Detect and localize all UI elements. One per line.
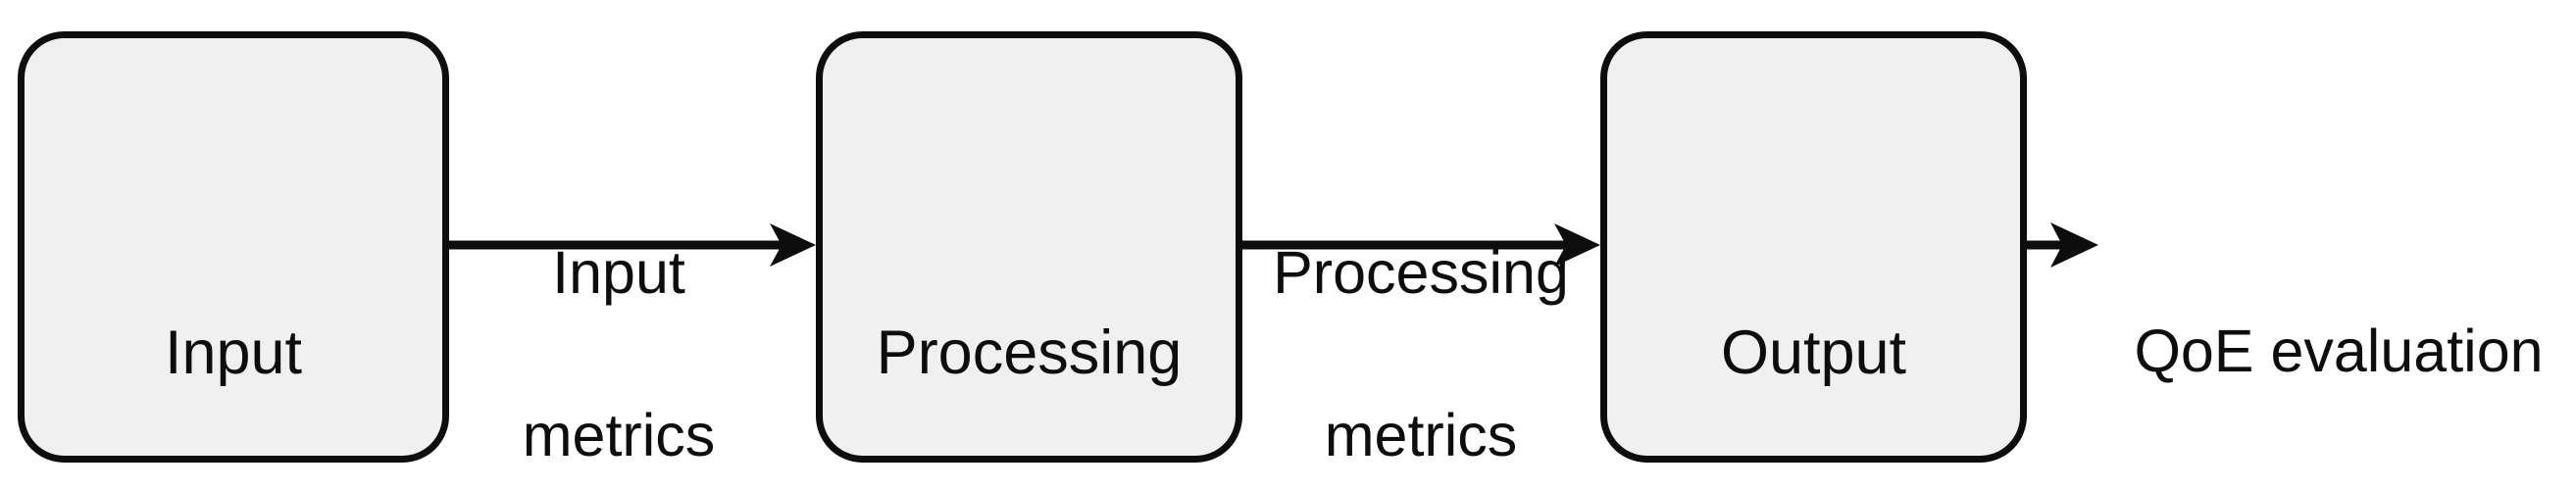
edge-input-metrics-arrowhead-icon — [770, 223, 816, 267]
node-processing-stage-shape[interactable] — [816, 31, 1242, 463]
node-processing-stage-label-line1: Processing — [876, 318, 1183, 387]
node-input-stage-shape[interactable] — [18, 31, 449, 463]
node-output-stage-shape[interactable] — [1600, 31, 2027, 463]
node-input-stage-label-line1: Input — [164, 318, 303, 387]
node-output-stage-label-line1: Output — [1720, 318, 1907, 387]
edge-input-metrics-label-below: metrics — [446, 144, 791, 490]
edge-processing-metrics-label-line2: metrics — [1324, 401, 1518, 468]
terminal-qoe-evaluation-metrics-label: QoE evaluation metrics — [2113, 169, 2564, 490]
edge-input-metrics-label-line2: metrics — [522, 401, 716, 468]
edge-qoe-evaluation-metrics-arrowhead-icon — [2050, 222, 2098, 268]
node-input-stage-label: Input stage — [21, 165, 446, 490]
edge-processing-metrics-label-above: Processing — [1241, 90, 1600, 455]
edge-input-metrics-label-line1: Input — [552, 238, 685, 306]
terminal-qoe-evaluation-metrics-label-line1: QoE evaluation — [2134, 317, 2544, 384]
node-processing-stage-label: Processing stage — [819, 165, 1239, 490]
edge-processing-metrics-label-below: metrics — [1241, 144, 1600, 490]
edge-processing-metrics-arrowhead-icon — [1554, 223, 1600, 267]
edge-processing-metrics-label-line1: Processing — [1273, 238, 1569, 306]
node-output-stage-label: Output stage — [1603, 165, 2024, 490]
edge-input-metrics-label-above: Input — [446, 90, 791, 455]
